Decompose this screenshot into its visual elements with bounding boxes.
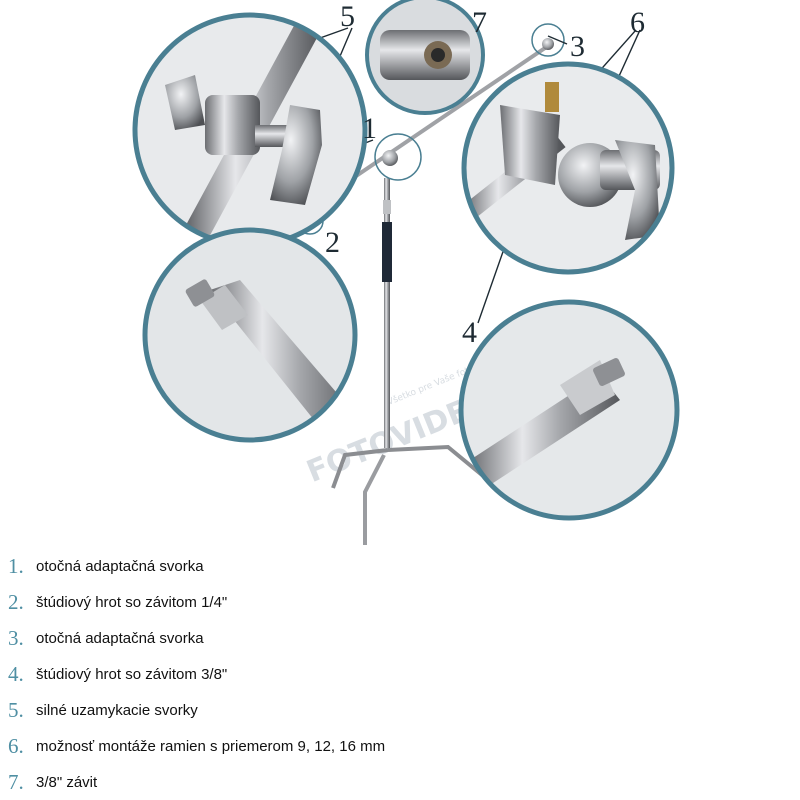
c-stand-diagram: FOTOVIDEOSHOP Všetko pre Vaše foto — [132, 0, 680, 545]
legend-item-6: 6. možnosť montáže ramien s priemerom 9,… — [8, 728, 788, 764]
callout-3: 3 — [570, 30, 585, 63]
legend-number: 7. — [8, 769, 24, 794]
callout-7: 7 — [472, 6, 487, 39]
callout-1: 1 — [362, 112, 377, 145]
legend-item-1: 1. otočná adaptačná svorka — [8, 548, 788, 584]
detail-clamp-5 — [135, 15, 365, 245]
legend-text: 3/8" závit — [36, 773, 98, 791]
legend: 1. otočná adaptačná svorka 2. štúdiový h… — [8, 548, 788, 800]
ring-tip — [531, 23, 565, 57]
legend-number: 1. — [8, 553, 24, 578]
callout-4: 4 — [462, 316, 477, 349]
detail-thread-7 — [367, 0, 483, 113]
legend-text: štúdiový hrot so závitom 1/4" — [36, 593, 228, 611]
legend-number: 5. — [8, 697, 24, 722]
detail-adapter-6 — [464, 64, 672, 272]
legend-item-2: 2. štúdiový hrot so závitom 1/4" — [8, 584, 788, 620]
legend-number: 6. — [8, 733, 24, 758]
ring-joint — [374, 133, 422, 181]
callout-2: 2 — [325, 226, 340, 259]
legend-text: otočná adaptačná svorka — [36, 557, 204, 575]
legend-number: 2. — [8, 589, 24, 614]
legend-text: štúdiový hrot so závitom 3/8" — [36, 665, 228, 683]
ring-detail-7 — [365, 0, 485, 115]
legend-item-5: 5. silné uzamykacie svorky — [8, 692, 788, 728]
legend-text: možnosť montáže ramien s priemerom 9, 12… — [36, 737, 386, 755]
legend-number: 4. — [8, 661, 24, 686]
detail-spigot-4 — [461, 302, 677, 518]
callout-6: 6 — [630, 6, 645, 39]
callout-5: 5 — [340, 0, 355, 33]
legend-text: otočná adaptačná svorka — [36, 629, 204, 647]
ring-detail-2 — [142, 227, 358, 443]
legend-text: silné uzamykacie svorky — [36, 701, 198, 719]
legend-item-7: 7. 3/8" závit — [8, 764, 788, 800]
ring-detail-6 — [461, 61, 675, 275]
ring-detail-4 — [458, 299, 680, 521]
detail-spigot-2 — [145, 230, 355, 440]
legend-item-4: 4. štúdiový hrot so závitom 3/8" — [8, 656, 788, 692]
legend-number: 3. — [8, 625, 24, 650]
legend-item-3: 3. otočná adaptačná svorka — [8, 620, 788, 656]
